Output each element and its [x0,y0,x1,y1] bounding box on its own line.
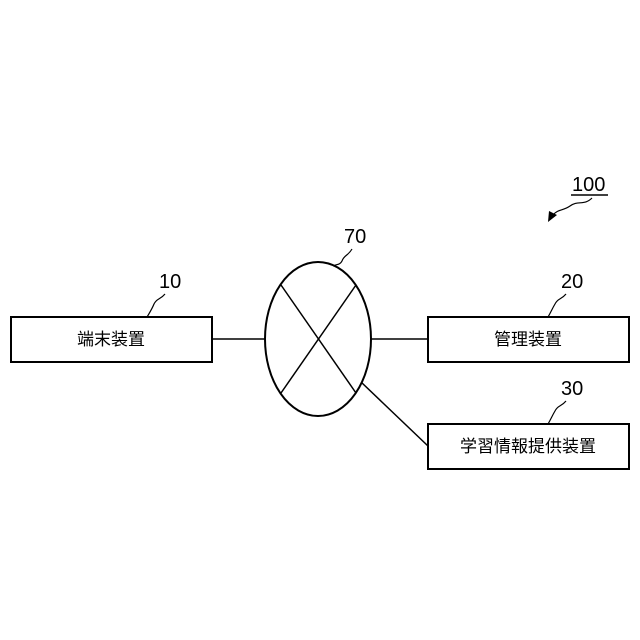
system-ref-leader [553,198,592,215]
manager-ref-number: 20 [561,271,583,293]
link-network-provider [361,382,428,446]
manager-label: 管理装置 [494,330,562,350]
system-reference: 100 [548,174,608,222]
provider-ref-leader [548,401,566,424]
learning-info-provider: 学習情報提供装置 30 [428,378,629,469]
network-node: 70 [265,226,371,416]
terminal-ref-number: 10 [159,271,181,293]
network-ref-leader [333,249,352,266]
management-device: 管理装置 20 [428,271,629,362]
manager-ref-leader [548,294,566,317]
provider-ref-number: 30 [561,378,583,400]
system-ref-number: 100 [572,174,605,196]
terminal-label: 端末装置 [77,330,145,350]
provider-label: 学習情報提供装置 [460,437,596,457]
terminal-device: 端末装置 10 [11,271,212,362]
network-ref-number: 70 [344,226,366,248]
terminal-ref-leader [147,294,165,317]
